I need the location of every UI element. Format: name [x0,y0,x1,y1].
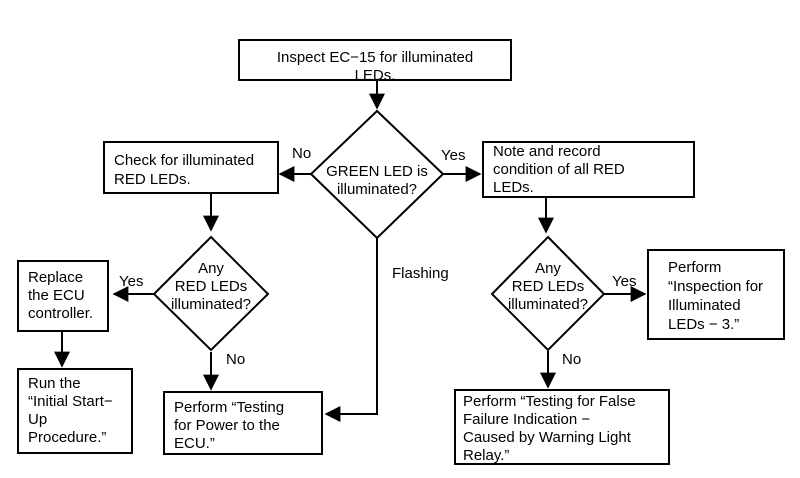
node-replace-ecu: Replace the ECU controller. [17,260,109,332]
label-yes-left: Yes [119,273,143,290]
inspect-line-1: Inspect EC−15 for illuminated [277,49,473,66]
node-any-red-left: Any RED LEDs illuminated? [152,235,270,352]
node-check-red: Check for illuminated RED LEDs. [103,141,279,194]
inspection-line-1: Perform [668,259,721,276]
note-line-2: condition of all RED [493,161,625,178]
testing-power-line-3: ECU.” [174,435,215,452]
testing-power-line-2: for Power to the [174,417,280,434]
node-inspect: Inspect EC−15 for illuminated LEDs. [238,39,512,84]
check-red-line-1: Check for illuminated [114,152,254,169]
replace-line-1: Replace [28,269,83,286]
replace-line-2: the ECU [28,287,85,304]
node-testing-false: Perform “Testing for False Failure Indic… [454,389,670,465]
note-line-1: Note and record [493,143,601,160]
run-line-4: Procedure.” [28,429,106,446]
any-red-left-line-1: Any [198,260,224,277]
node-any-red-right: Any RED LEDs illuminated? [490,235,606,352]
inspection-line-4: LEDs − 3.” [668,316,739,333]
replace-line-3: controller. [28,305,93,322]
edge-green-flashing [324,238,378,422]
testing-power-line-1: Perform “Testing [174,399,284,416]
testing-false-line-3: Caused by Warning Light [463,429,632,446]
label-yes-right: Yes [612,273,636,290]
label-no-right: No [562,351,581,368]
inspection-line-3: Illuminated [668,297,741,314]
green-line-1: GREEN LED is [326,163,428,180]
any-red-right-line-3: illuminated? [508,296,588,313]
testing-false-line-4: Relay.” [463,447,509,464]
run-line-1: Run the [28,375,81,392]
node-green-decision: GREEN LED is illuminated? [309,109,445,240]
testing-false-line-1: Perform “Testing for False [463,393,636,410]
node-testing-power: Perform “Testing for Power to the ECU.” [163,391,323,455]
edges [54,80,647,422]
run-line-3: Up [28,411,47,428]
label-yes-top: Yes [441,147,465,164]
node-note-record: Note and record condition of all RED LED… [482,141,695,198]
label-no-top: No [292,145,311,162]
any-red-left-line-2: RED LEDs [175,278,248,295]
any-red-right-line-1: Any [535,260,561,277]
note-line-3: LEDs. [493,179,534,196]
testing-false-line-2: Failure Indication − [463,411,590,428]
label-no-left: No [226,351,245,368]
inspect-line-2: LEDs. [355,67,396,84]
run-line-2: “Initial Start− [28,393,113,410]
inspection-line-2: “Inspection for [668,278,763,295]
any-red-left-line-3: illuminated? [171,296,251,313]
node-inspection-leds: Perform “Inspection for Illuminated LEDs… [647,249,785,340]
any-red-right-line-2: RED LEDs [512,278,585,295]
node-run-startup: Run the “Initial Start− Up Procedure.” [17,368,133,454]
green-line-2: illuminated? [337,181,417,198]
label-flashing: Flashing [392,265,449,282]
check-red-line-2: RED LEDs. [114,171,191,188]
